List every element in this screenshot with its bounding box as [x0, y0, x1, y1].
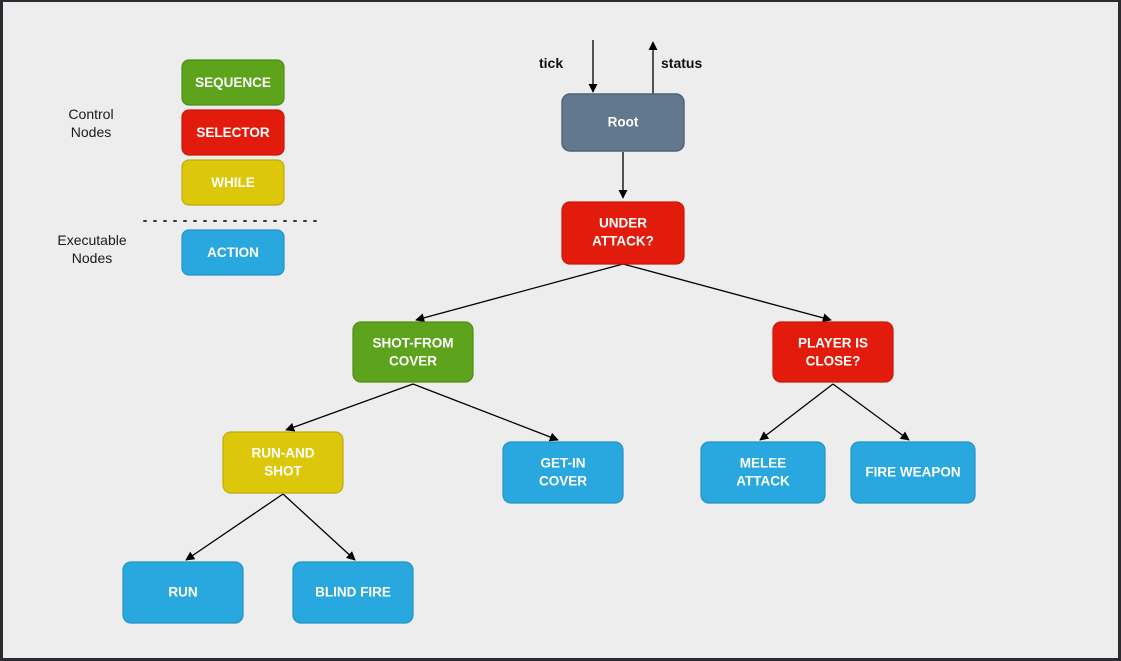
- legend-group-control: Control Nodes: [68, 106, 113, 140]
- legend-group-executable: Executable Nodes: [57, 232, 126, 266]
- node-melee-attack-box[interactable]: [700, 441, 826, 504]
- node-melee-attack-label-line2: ATTACK: [736, 474, 790, 489]
- behavior-tree-diagram: Control Nodes SEQUENCE SELECTOR WHILE Ex…: [57, 40, 976, 624]
- node-blind-fire-label: BLIND FIRE: [315, 585, 391, 600]
- node-under-attack[interactable]: UNDER ATTACK?: [561, 201, 685, 265]
- legend-while-box[interactable]: [181, 159, 285, 206]
- legend-item-sequence[interactable]: SEQUENCE: [181, 59, 285, 106]
- node-player-is-close[interactable]: PLAYER IS CLOSE?: [772, 321, 894, 383]
- edge-player-is-close-to-fire-weapon: [832, 383, 910, 441]
- node-player-is-close-label-line1: PLAYER IS: [798, 336, 868, 351]
- node-shot-from-cover[interactable]: SHOT-FROM COVER: [352, 321, 474, 383]
- node-under-attack-box[interactable]: [561, 201, 685, 265]
- legend-selector-box[interactable]: [181, 109, 285, 156]
- legend-action-box[interactable]: [181, 229, 285, 276]
- legend-selector-label: SELECTOR: [196, 125, 270, 140]
- legend-item-selector[interactable]: SELECTOR: [181, 109, 285, 156]
- node-root[interactable]: Root: [561, 93, 685, 152]
- edge-run-and-shot-to-run: [185, 493, 284, 561]
- legend-item-action[interactable]: ACTION: [181, 229, 285, 276]
- legend-sequence-box[interactable]: [181, 59, 285, 106]
- node-shot-from-cover-box[interactable]: [352, 321, 474, 383]
- node-get-in-cover-box[interactable]: [502, 441, 624, 504]
- tick-label: tick: [539, 55, 563, 71]
- node-run[interactable]: RUN: [122, 561, 244, 624]
- legend-while-label: WHILE: [211, 175, 255, 190]
- node-run-and-shot[interactable]: RUN-AND SHOT: [222, 431, 344, 494]
- node-player-is-close-label-line2: CLOSE?: [806, 354, 861, 369]
- node-run-box[interactable]: [122, 561, 244, 624]
- legend-action-label: ACTION: [207, 245, 259, 260]
- edge-player-is-close-to-melee-attack: [759, 383, 834, 441]
- edge-shot-from-cover-to-run-and-shot: [285, 383, 414, 432]
- node-player-is-close-box[interactable]: [772, 321, 894, 383]
- node-get-in-cover[interactable]: GET-IN COVER: [502, 441, 624, 504]
- node-melee-attack-label-line1: MELEE: [740, 456, 787, 471]
- node-blind-fire-box[interactable]: [292, 561, 414, 624]
- node-shot-from-cover-label-line2: COVER: [389, 354, 437, 369]
- node-fire-weapon-label: FIRE WEAPON: [865, 465, 960, 480]
- node-fire-weapon-box[interactable]: [850, 441, 976, 504]
- node-under-attack-label-line2: ATTACK?: [592, 234, 654, 249]
- node-run-and-shot-box[interactable]: [222, 431, 344, 494]
- legend-sequence-label: SEQUENCE: [195, 75, 271, 90]
- legend-control-label-line2: Nodes: [71, 124, 111, 140]
- edge-run-and-shot-to-blind-fire: [282, 493, 356, 561]
- node-run-and-shot-label-line2: SHOT: [264, 464, 302, 479]
- edge-under-attack-to-player-is-close: [622, 263, 832, 323]
- node-under-attack-label-line1: UNDER: [599, 216, 647, 231]
- node-root-label: Root: [608, 115, 639, 130]
- legend-control-label-line1: Control: [68, 106, 113, 122]
- node-melee-attack[interactable]: MELEE ATTACK: [700, 441, 826, 504]
- edge-shot-from-cover-to-get-in-cover: [412, 383, 559, 442]
- legend-executable-label-line2: Nodes: [72, 250, 112, 266]
- node-get-in-cover-label-line2: COVER: [539, 474, 587, 489]
- edge-under-attack-to-shot-from-cover: [415, 263, 624, 323]
- node-shot-from-cover-label-line1: SHOT-FROM: [373, 336, 454, 351]
- node-fire-weapon[interactable]: FIRE WEAPON: [850, 441, 976, 504]
- node-root-box[interactable]: [561, 93, 685, 152]
- legend-executable-label-line1: Executable: [57, 232, 126, 248]
- legend-item-while[interactable]: WHILE: [181, 159, 285, 206]
- node-run-label: RUN: [168, 585, 197, 600]
- node-blind-fire[interactable]: BLIND FIRE: [292, 561, 414, 624]
- node-get-in-cover-label-line1: GET-IN: [540, 456, 585, 471]
- node-run-and-shot-label-line1: RUN-AND: [252, 446, 315, 461]
- status-label: status: [661, 55, 702, 71]
